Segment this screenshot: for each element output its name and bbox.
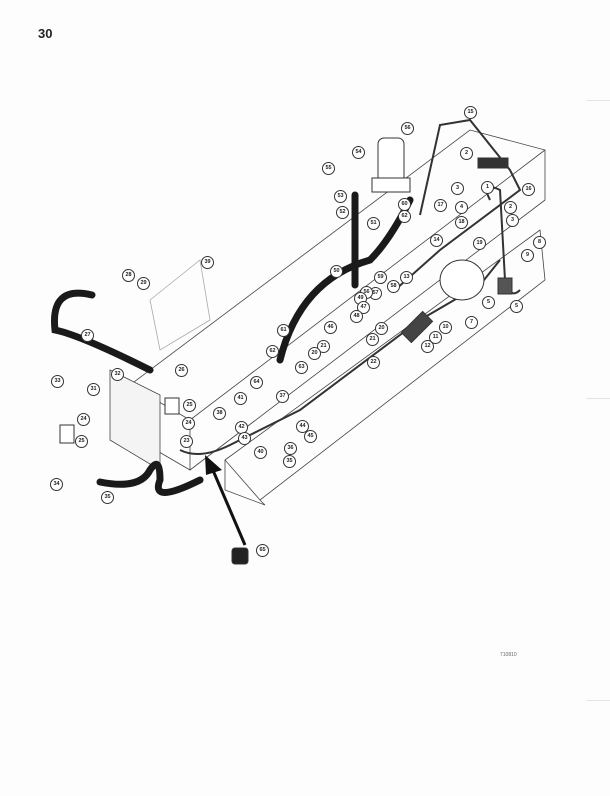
callout-14: 14 [430, 234, 443, 247]
part-65 [231, 547, 249, 565]
callout-2: 2 [460, 147, 473, 160]
callout-52: 52 [336, 206, 349, 219]
callout-54: 54 [352, 146, 365, 159]
callout-43: 43 [238, 432, 251, 445]
callout-59: 59 [374, 271, 387, 284]
callout-38: 38 [213, 407, 226, 420]
callout-35: 35 [101, 491, 114, 504]
callout-3: 3 [451, 182, 464, 195]
callout-41: 41 [234, 392, 247, 405]
hole-punch-mark [586, 700, 610, 701]
callout-16: 16 [522, 183, 535, 196]
callout-48: 48 [350, 310, 363, 323]
callout-24: 24 [182, 417, 195, 430]
control-valve-ghost [149, 259, 211, 351]
callout-22: 22 [367, 356, 380, 369]
components [59, 137, 513, 565]
fitting-2 [477, 157, 509, 169]
callout-36: 36 [284, 442, 297, 455]
callout-23: 23 [180, 435, 193, 448]
callout-28: 28 [122, 269, 135, 282]
callout-55: 55 [322, 162, 335, 175]
filter-56 [377, 137, 405, 184]
fitting-5 [497, 277, 513, 295]
part-12 [400, 310, 434, 344]
callout-11: 11 [429, 331, 442, 344]
callout-21: 21 [366, 333, 379, 346]
hose-35 [96, 460, 204, 496]
pointer-arrow [205, 455, 247, 546]
callout-51: 51 [367, 217, 380, 230]
callout-34: 34 [50, 478, 63, 491]
callout-63: 63 [295, 361, 308, 374]
hole-punch-mark [586, 100, 610, 101]
tube-15 [394, 118, 522, 291]
left-end-plate [109, 369, 161, 471]
callout-9: 9 [521, 249, 534, 262]
callout-53: 53 [334, 190, 347, 203]
callout-58: 58 [387, 280, 400, 293]
callout-44: 44 [296, 420, 309, 433]
callout-10: 10 [439, 321, 452, 334]
frame-beams [109, 129, 546, 506]
fitting-25b [164, 397, 180, 415]
callout-64: 64 [250, 376, 263, 389]
figure-code: 710810 [500, 652, 517, 658]
callout-24: 24 [77, 413, 90, 426]
right-end-plate [224, 460, 266, 506]
right-beam [224, 229, 546, 501]
callout-5: 5 [510, 300, 523, 313]
callout-40: 40 [254, 446, 267, 459]
callout-26: 26 [175, 364, 188, 377]
callout-2: 2 [504, 201, 517, 214]
callout-18: 18 [455, 216, 468, 229]
callout-25: 25 [75, 435, 88, 448]
callout-15: 15 [464, 106, 477, 119]
callout-5: 5 [482, 296, 495, 309]
callout-25: 25 [183, 399, 196, 412]
callout-1: 1 [481, 181, 494, 194]
callout-4: 4 [455, 201, 468, 214]
callout-12: 12 [421, 340, 434, 353]
callout-37: 37 [276, 390, 289, 403]
callout-31: 31 [87, 383, 100, 396]
callout-62: 62 [398, 210, 411, 223]
callout-17: 17 [434, 199, 447, 212]
callout-27: 27 [81, 329, 94, 342]
callout-29: 29 [137, 277, 150, 290]
callout-46: 46 [324, 321, 337, 334]
callout-39: 39 [201, 256, 214, 269]
callout-62: 62 [266, 345, 279, 358]
hoses [50, 191, 414, 496]
callout-65: 65 [256, 544, 269, 557]
callout-19: 19 [473, 237, 486, 250]
callout-8: 8 [533, 236, 546, 249]
tube-23 [179, 259, 501, 455]
filter-head [371, 177, 411, 193]
callout-45: 45 [304, 430, 317, 443]
fitting-25 [59, 424, 75, 444]
hose-61 [276, 196, 414, 364]
hole-punch-mark [586, 398, 610, 399]
callout-61: 61 [277, 324, 290, 337]
page-number: 30 [38, 26, 53, 41]
pump-7 [439, 259, 485, 301]
left-beam-bottom [189, 150, 546, 471]
callout-56: 56 [401, 122, 414, 135]
callout-20: 20 [375, 322, 388, 335]
callout-20: 20 [308, 347, 321, 360]
callout-33: 33 [51, 375, 64, 388]
callout-35: 35 [283, 455, 296, 468]
callout-3: 3 [506, 214, 519, 227]
callout-7: 7 [465, 316, 478, 329]
callout-13: 13 [400, 271, 413, 284]
callout-32: 32 [111, 368, 124, 381]
hose-27 [50, 289, 154, 374]
callout-50: 50 [330, 265, 343, 278]
